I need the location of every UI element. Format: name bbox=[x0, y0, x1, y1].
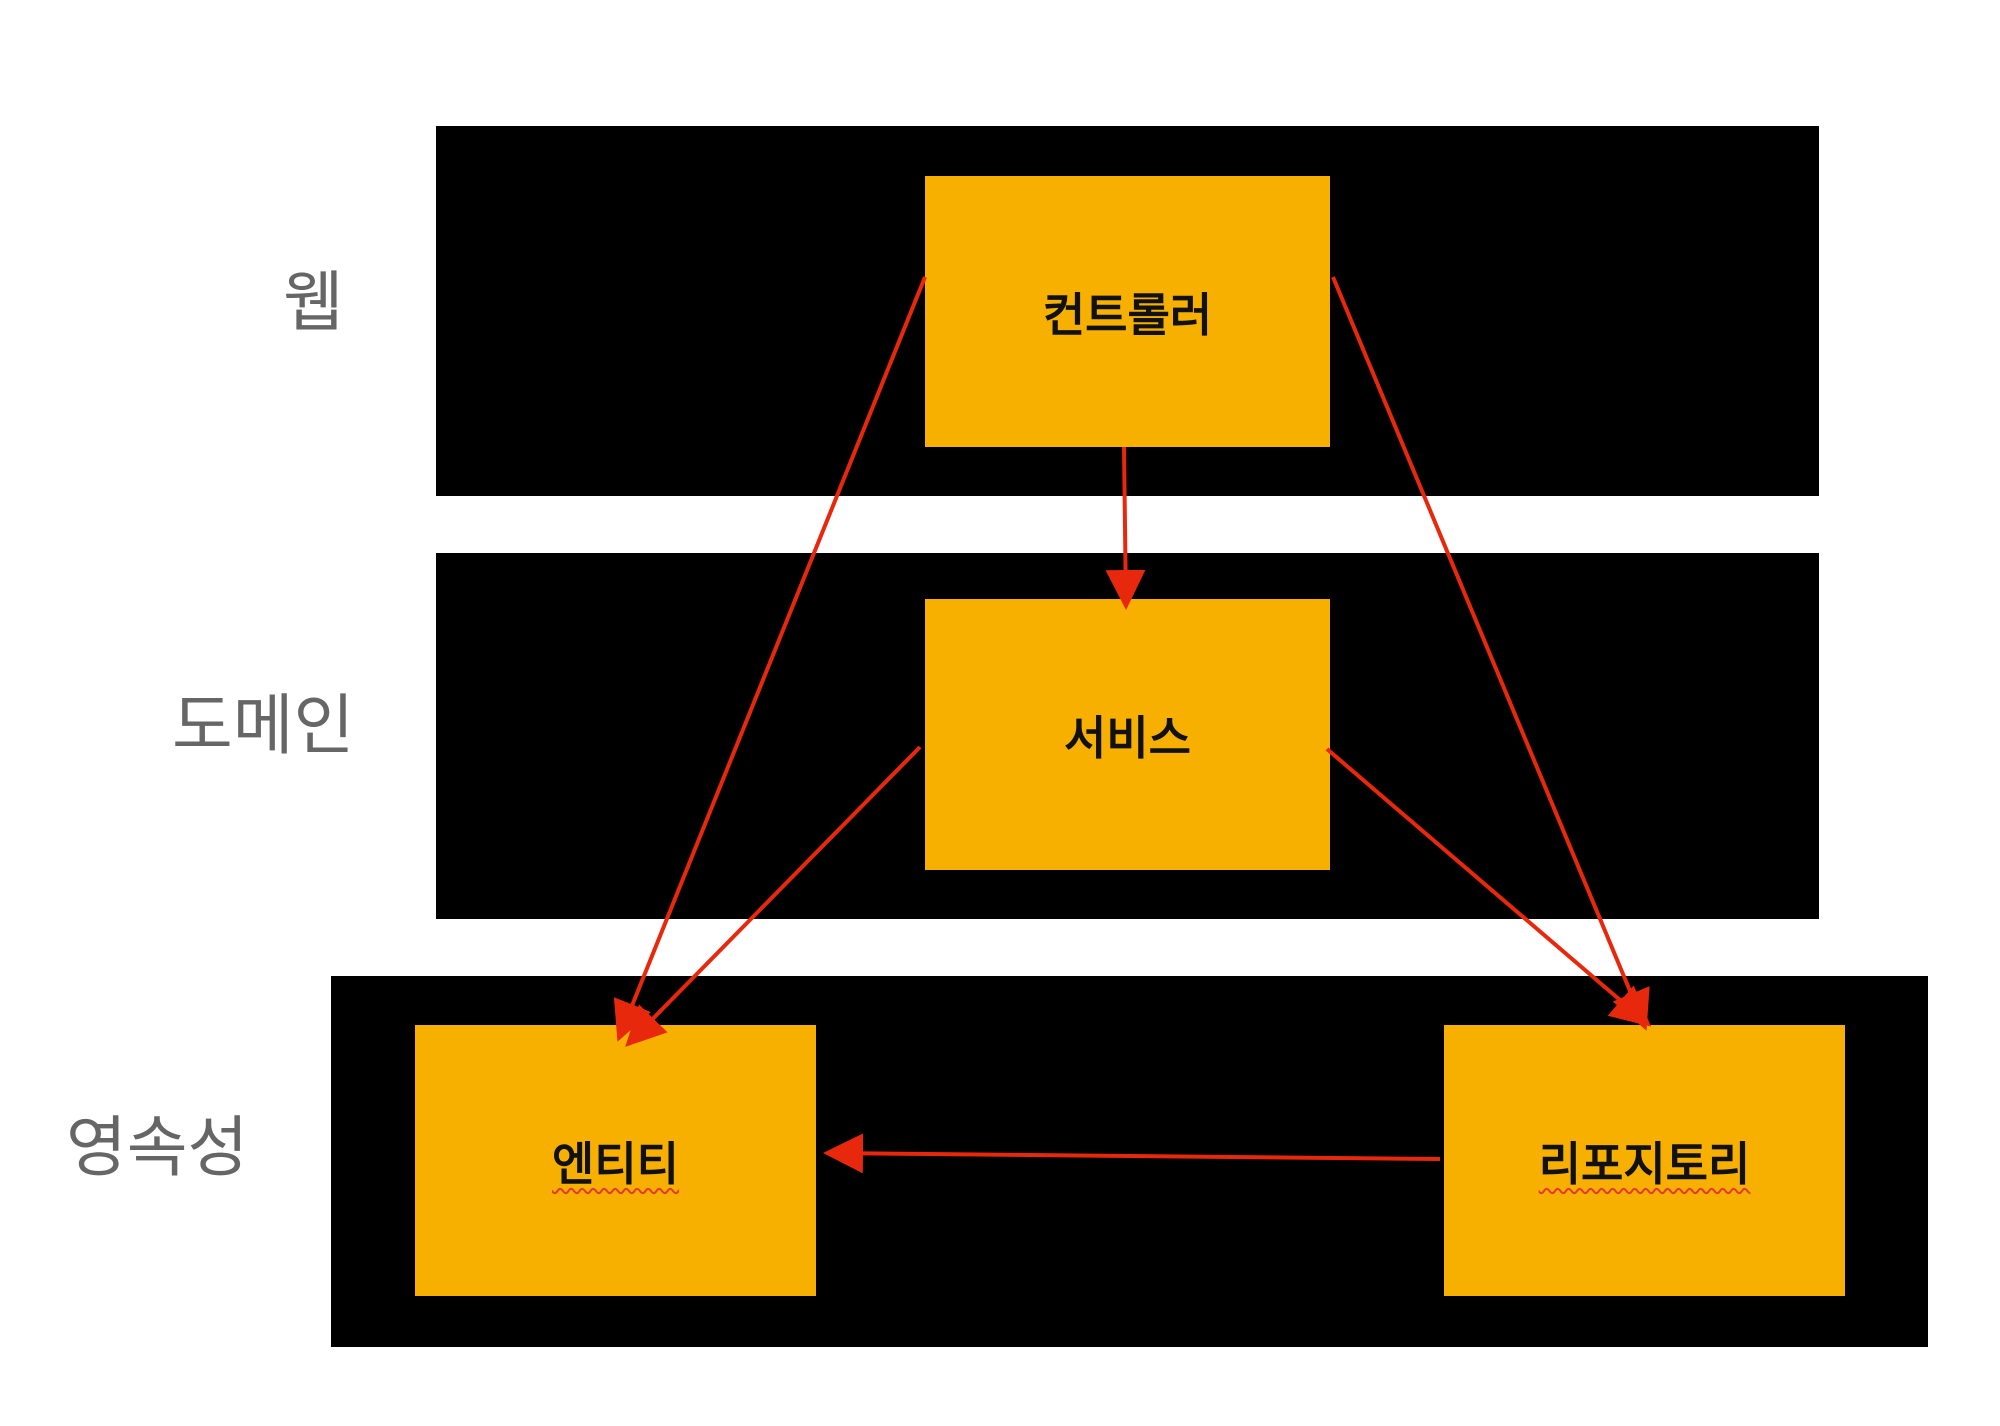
repository-label: 리포지토리 bbox=[1538, 1136, 1751, 1191]
service-label: 서비스 bbox=[1064, 710, 1191, 765]
controller-node[interactable]: 컨트롤러 bbox=[925, 176, 1330, 447]
service-node[interactable]: 서비스 bbox=[925, 599, 1330, 870]
entity-label: 엔티티 bbox=[552, 1136, 679, 1191]
controller-label: 컨트롤러 bbox=[1042, 287, 1213, 342]
layer-label-domain: 도메인 bbox=[172, 687, 355, 764]
layer-label-persistence: 영속성 bbox=[66, 1109, 249, 1186]
layer-label-web: 웹 bbox=[283, 264, 344, 341]
entity-node[interactable]: 엔티티 bbox=[415, 1025, 816, 1296]
repository-node[interactable]: 리포지토리 bbox=[1444, 1025, 1845, 1296]
